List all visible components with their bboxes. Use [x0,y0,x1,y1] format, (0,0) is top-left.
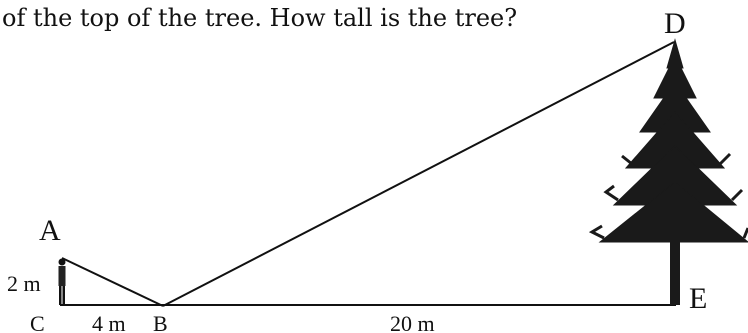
line-bd [162,41,675,307]
person-height-label: 2 m [7,271,41,296]
person-figure [58,258,66,305]
point-e-label: E [689,282,707,315]
question-text: of the top of the tree. How tall is the … [2,4,518,32]
line-ab [61,257,164,307]
point-b-label: B [153,311,168,333]
point-d-label: D [664,7,686,40]
be-distance-label: 20 m [390,311,435,333]
point-c-label: C [30,311,45,333]
cb-distance-label: 4 m [92,311,126,333]
point-a-label: A [39,214,61,247]
tree-figure [588,38,748,305]
